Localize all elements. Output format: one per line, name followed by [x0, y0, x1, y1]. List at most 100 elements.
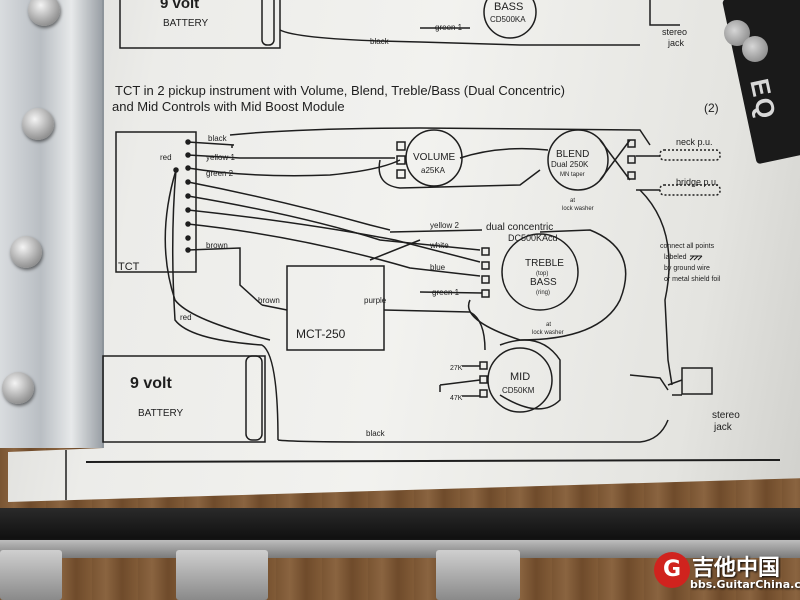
tct-box	[115, 131, 197, 273]
watermark-main-text: 吉他中国	[692, 556, 781, 581]
dc-ground-loop	[467, 229, 627, 341]
watermark-logo-icon: G	[654, 552, 690, 588]
mid-lugs	[479, 361, 488, 398]
neck-pickup-cable	[659, 149, 721, 161]
top-black-label: black	[370, 37, 390, 46]
top-bass-part: CD500KA	[490, 15, 526, 24]
module-purple-lead	[383, 309, 486, 351]
tct-wire-c	[187, 209, 481, 263]
mct-250-label: MCT-250	[296, 327, 346, 341]
case-rivet	[22, 108, 54, 140]
case-rivet	[28, 0, 60, 26]
top-battery-clip	[261, 0, 275, 46]
ground-symbol-icon	[689, 255, 703, 261]
treble-top: (top)	[536, 271, 548, 277]
tct-red-label: red	[160, 153, 172, 162]
jack-leads	[629, 374, 683, 396]
blend-label: BLEND	[556, 149, 589, 160]
mid-resistor-27k: 27K	[450, 365, 463, 372]
tct-ground-top-wire	[229, 127, 651, 146]
mid-label: MID	[510, 371, 530, 383]
battery-volt: 9 volt	[130, 375, 172, 392]
battery-label: BATTERY	[138, 408, 184, 419]
ground-note-1: connect all points	[660, 243, 715, 250]
tct-red-wire	[171, 169, 263, 346]
treble-label: TREBLE	[525, 258, 564, 269]
watermark-site-text: bbs.GuitarChina.com	[690, 578, 800, 591]
ground-note-3: by ground wire	[664, 265, 710, 272]
dual-concentric-part: DC500KAcd	[508, 233, 558, 243]
neck-pickup-label: neck p.u.	[676, 137, 713, 147]
top-jack-label-1: stereo	[662, 27, 687, 37]
tct-wire-a	[187, 181, 391, 231]
top-battery-box	[119, 0, 281, 49]
top-jack-label-2: jack	[667, 38, 685, 48]
dc-washer-1: at	[546, 322, 551, 328]
mid-ground-loop	[499, 339, 561, 410]
module-brown-lead	[261, 304, 288, 311]
figure-number: (2)	[704, 101, 719, 115]
tct-label: TCT	[118, 261, 140, 273]
top-bass-pot	[483, 0, 537, 39]
blend-washer-2: lock washer	[562, 206, 594, 212]
blend-lugs	[627, 139, 636, 180]
dc-washer-2: lock washer	[532, 330, 564, 336]
bridge-pickup-label: bridge p.u.	[676, 177, 719, 187]
ground-note-4: or metal shield foil	[664, 276, 721, 283]
battery-black-wire	[277, 419, 669, 443]
volume-lugs	[396, 141, 406, 179]
pedal-left	[0, 550, 62, 600]
top-battery-volt: 9 volt	[160, 0, 199, 12]
mct-250-module	[286, 265, 385, 351]
module-brown-label: brown	[258, 296, 280, 305]
dual-concentric-heading: dual concentric	[486, 222, 553, 233]
white-wire-crossing	[369, 239, 421, 261]
battery-box	[102, 355, 266, 443]
volume-label: VOLUME	[413, 152, 456, 163]
site-watermark: G 吉他中国 bbs.GuitarChina.com	[654, 548, 800, 600]
tct-wire-black: black	[208, 134, 228, 143]
tct-red-loop	[164, 169, 271, 341]
blend-detail-1: Dual 250K	[551, 160, 589, 169]
tct-yellow1-wire	[187, 154, 395, 159]
dc-wire-white: white	[429, 241, 449, 250]
bottom-black-label: black	[366, 429, 386, 438]
bass-label: BASS	[530, 277, 557, 288]
jack-label-1: stereo	[712, 410, 740, 421]
battery-clip	[245, 355, 263, 441]
tct-wire-green2: green 2	[206, 169, 234, 178]
dc-wire-yellow2: yellow 2	[430, 221, 459, 230]
top-battery-label: BATTERY	[163, 18, 209, 29]
top-jack-wire	[649, 0, 680, 26]
tct-green2-wire	[187, 159, 401, 177]
stereo-jack	[681, 367, 713, 395]
tct-brown-wire	[187, 247, 263, 306]
page-bottom-rule	[85, 459, 781, 463]
yellow2-wire	[389, 229, 483, 233]
case-rivet	[2, 372, 34, 404]
dual-concentric-pot	[501, 233, 579, 311]
diagram-title-line2: and Mid Controls with Mid Boost Module	[112, 99, 345, 114]
diagram-title-line1: TCT in 2 pickup instrument with Volume, …	[115, 83, 565, 98]
module-purple-label: purple	[364, 296, 387, 305]
volume-output-wire	[378, 159, 541, 189]
tct-black-wire	[187, 141, 235, 148]
top-bass-label: BASS	[494, 1, 523, 13]
blend-detail-2: MN taper	[560, 172, 585, 178]
tct-red-lower-label: red	[180, 313, 192, 322]
case-rivet	[10, 236, 42, 268]
pedal-knob	[742, 36, 768, 62]
top-black-wire	[279, 29, 640, 46]
jack-tip-wire	[639, 189, 673, 386]
bass-ring: (ring)	[536, 290, 550, 296]
mid-resistor-leads	[439, 365, 481, 397]
green1-wire	[419, 291, 483, 294]
ground-note-2: labeled	[664, 254, 687, 261]
pedal-middle	[176, 550, 268, 600]
bridge-pickup-cable	[659, 184, 721, 196]
volume-to-blend-wire	[459, 147, 549, 159]
blend-cross-wires	[599, 139, 631, 181]
dual-concentric-lugs	[481, 247, 490, 298]
top-green-label: green 1	[435, 23, 463, 32]
